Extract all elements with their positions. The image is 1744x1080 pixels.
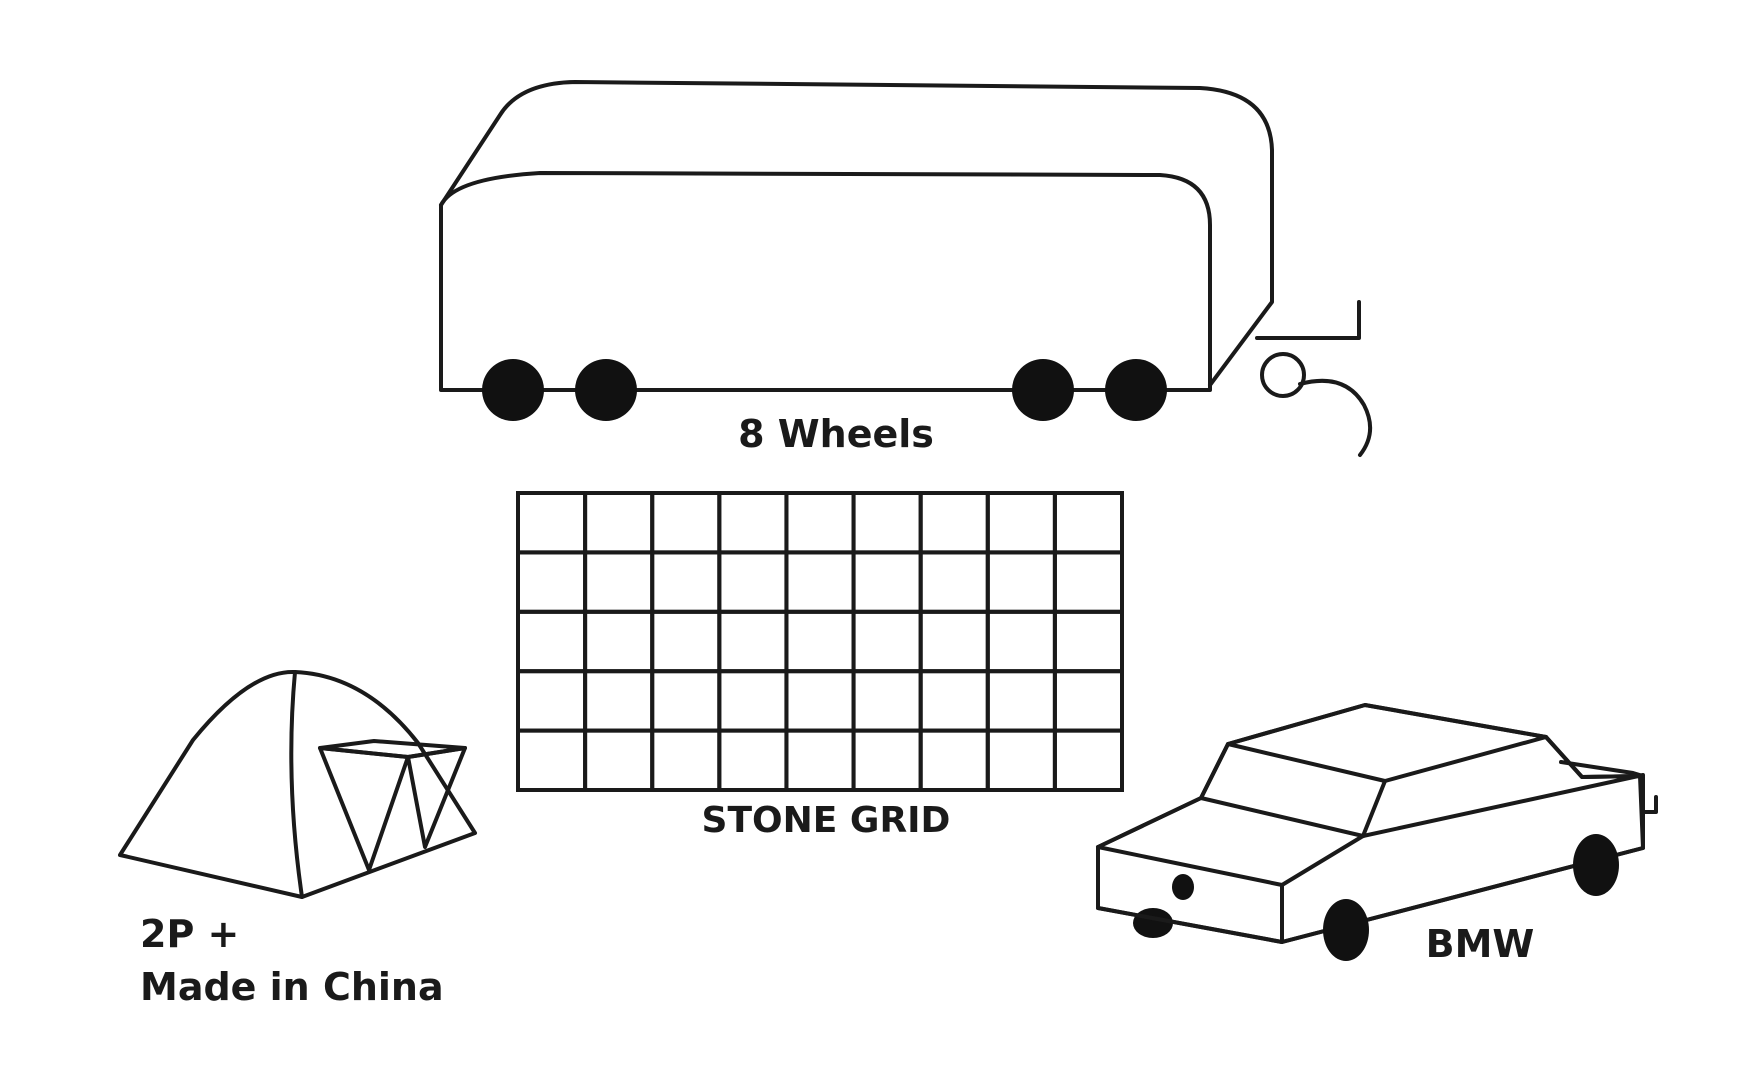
trailer-hitch-ring: [1260, 352, 1306, 398]
stone-grid-cell: [1052, 491, 1125, 555]
car-wheel: [1133, 908, 1173, 938]
stone-grid-cell: [583, 491, 655, 555]
stone-grid-cell: [516, 669, 588, 733]
stone-grid-cell: [1052, 669, 1125, 733]
stone-grid-cell: [918, 491, 990, 555]
tent-door-triangle: [406, 746, 467, 849]
stone-grid-cell: [851, 550, 923, 614]
stone-grid-cell: [1052, 609, 1125, 674]
stone-grid-cell: [516, 550, 588, 614]
trailer-label: 8 Wheels: [738, 412, 934, 456]
tent-label-line1: 2P +: [140, 912, 239, 956]
stone-grid-cell: [784, 609, 856, 674]
stone-grid-cell: [918, 550, 990, 614]
stone-grid-cell: [583, 550, 655, 614]
stone-grid-cell: [717, 728, 789, 792]
stone-grid-cell: [516, 609, 588, 674]
stone-grid-cell: [985, 669, 1057, 733]
stone-grid-cell: [985, 491, 1057, 555]
car-windshield: [1199, 742, 1387, 838]
trailer-wheel: [1012, 359, 1074, 421]
stone-grid-cell: [851, 728, 923, 792]
stone-grid-cell: [1052, 550, 1125, 614]
trailer-body-front: [439, 171, 1212, 392]
stone-grid-cell: [985, 728, 1057, 792]
stone-grid-cell: [650, 550, 722, 614]
stone-grid-cell: [985, 550, 1057, 614]
stone-grid-cell: [583, 609, 655, 674]
car-drawing: [1096, 703, 1658, 961]
stone-grid-cell: [1052, 728, 1125, 792]
stone-grid-cell: [784, 669, 856, 733]
stone-grid-cell: [851, 669, 923, 733]
stone-grid-cell: [851, 609, 923, 674]
trailer-roof-back: [439, 80, 1274, 387]
tent-door-triangle: [318, 746, 410, 872]
stone-grid-cell: [918, 609, 990, 674]
trailer-drawing: [439, 80, 1372, 457]
tent-dome: [118, 669, 477, 899]
stone-grid-cell: [851, 491, 923, 555]
trailer-hitch-cable: [1298, 378, 1372, 457]
trailer-tow-bar: [1255, 300, 1361, 340]
stone-grid-label: STONE GRID: [702, 800, 951, 841]
tent-seam: [289, 670, 304, 899]
car-trunk: [1559, 760, 1645, 778]
car-wheel: [1323, 899, 1369, 961]
car-body-top: [1096, 703, 1645, 944]
trailer-wheel: [482, 359, 544, 421]
stone-grid-cell: [784, 550, 856, 614]
tent-label-line2: Made in China: [140, 965, 444, 1009]
stone-grid-cell: [516, 491, 588, 555]
stone-grid-cell: [784, 491, 856, 555]
car-headlight: [1172, 874, 1194, 900]
stone-grid-cell: [650, 491, 722, 555]
stone-grid-cell: [650, 728, 722, 792]
stone-grid-cell: [583, 669, 655, 733]
car-rear-window: [1544, 735, 1645, 779]
stone-grid-cell: [717, 669, 789, 733]
car-wheel: [1573, 834, 1619, 896]
stone-grid-cell: [717, 609, 789, 674]
tent-drawing: [118, 669, 477, 899]
stone-grid: [516, 491, 1125, 792]
trailer-wheel: [575, 359, 637, 421]
stone-grid-cell: [516, 728, 588, 792]
car-roof: [1226, 703, 1548, 783]
stone-grid-cell: [717, 491, 789, 555]
car-label: BMW: [1426, 922, 1535, 966]
stone-grid-cell: [650, 609, 722, 674]
stone-grid-cell: [784, 728, 856, 792]
car-tail-tab: [1641, 795, 1658, 814]
stone-grid-cell: [717, 550, 789, 614]
stone-grid-cell: [650, 669, 722, 733]
stone-grid-cell: [918, 728, 990, 792]
stone-grid-cell: [985, 609, 1057, 674]
trailer-wheel: [1105, 359, 1167, 421]
stone-grid-cell: [583, 728, 655, 792]
car-hood-line: [1096, 796, 1365, 849]
stone-grid-cell: [918, 669, 990, 733]
